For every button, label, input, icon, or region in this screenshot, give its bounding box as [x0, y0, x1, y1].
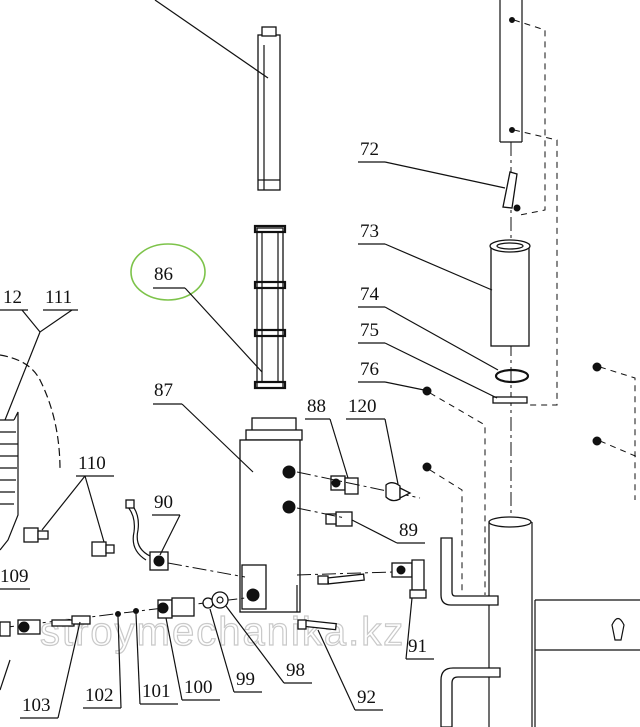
- label-76: 76: [360, 359, 379, 380]
- label-88: 88: [307, 396, 326, 417]
- pushrod-part: [257, 26, 281, 191]
- leader-120: [384, 418, 399, 485]
- right-column-part: [499, 0, 523, 143]
- label-90: 90: [154, 492, 173, 513]
- label-111: 111: [45, 287, 72, 308]
- label-101: 101: [142, 681, 171, 702]
- label-74: 74: [360, 284, 380, 305]
- leader-98: [225, 605, 285, 684]
- leader-90: [159, 514, 181, 556]
- clip-part: [502, 171, 521, 212]
- label-73: 73: [360, 221, 379, 242]
- leader-87: [181, 403, 254, 473]
- label-109: 109: [0, 566, 29, 587]
- pin-part: [492, 396, 528, 404]
- o-ring-part: [494, 368, 530, 384]
- valve-tip-part-120: [385, 482, 412, 502]
- leader-88: [329, 418, 349, 479]
- label-89: 89: [399, 520, 418, 541]
- leader-72: [384, 161, 506, 189]
- screw-part-76: [422, 386, 432, 396]
- leader-74: [384, 306, 499, 371]
- lower-column-part: [488, 516, 533, 727]
- leader-89: [351, 519, 398, 544]
- leader-111: [4, 331, 41, 421]
- filter-screen-part: [253, 224, 287, 390]
- label-120: 120: [348, 396, 377, 417]
- leader-top: [154, 0, 269, 79]
- label-91: 91: [408, 636, 427, 657]
- leader-92: [317, 629, 356, 711]
- sleeve-part: [489, 239, 531, 347]
- label-99: 99: [236, 669, 255, 690]
- highlight-circle-86: [130, 243, 206, 301]
- leader-edge: [0, 659, 11, 691]
- sensor-part-90: [125, 499, 169, 571]
- pipe-part: [440, 537, 501, 727]
- fitting-chain-part: [0, 591, 229, 637]
- dash-bracket-1: [513, 19, 546, 216]
- leader-102: [117, 616, 122, 709]
- screw-part-110: [23, 527, 115, 557]
- label-92: 92: [357, 687, 376, 708]
- leader-110b: [84, 475, 105, 543]
- leader-12-111: [21, 309, 73, 333]
- label-72: 72: [360, 139, 379, 160]
- label-100: 100: [184, 677, 213, 698]
- elbow-part-91: [391, 559, 427, 599]
- centerline-92: [296, 571, 393, 576]
- frame-part: [534, 362, 640, 727]
- dash-76: [429, 392, 486, 595]
- fitting-part-88: [330, 475, 359, 495]
- dash-lower: [429, 469, 463, 592]
- leader-101: [135, 613, 141, 705]
- fitting-part-89: [325, 511, 353, 527]
- leader-100: [165, 617, 183, 701]
- centerline-90: [167, 562, 246, 578]
- label-102: 102: [85, 685, 114, 706]
- bolt-part-92: [297, 573, 365, 631]
- dash-bracket-2: [513, 129, 558, 406]
- label-110: 110: [78, 453, 106, 474]
- leader-110a: [41, 475, 86, 531]
- valve-body-part: [239, 417, 303, 613]
- screw-part-lower: [422, 462, 432, 472]
- label-98: 98: [286, 660, 305, 681]
- leader-75: [384, 342, 498, 399]
- leader-91: [405, 597, 413, 660]
- bellows-part: [0, 354, 61, 551]
- leader-103: [57, 621, 81, 719]
- leader-73: [384, 243, 493, 291]
- leader-86: [184, 287, 263, 373]
- label-86: 86: [154, 264, 173, 285]
- label-12: 12: [3, 287, 22, 308]
- label-75: 75: [360, 320, 379, 341]
- leader-99: [209, 608, 235, 693]
- label-87: 87: [154, 380, 173, 401]
- centerline-89: [296, 507, 346, 519]
- label-103: 103: [22, 695, 51, 716]
- leader-76: [384, 381, 425, 391]
